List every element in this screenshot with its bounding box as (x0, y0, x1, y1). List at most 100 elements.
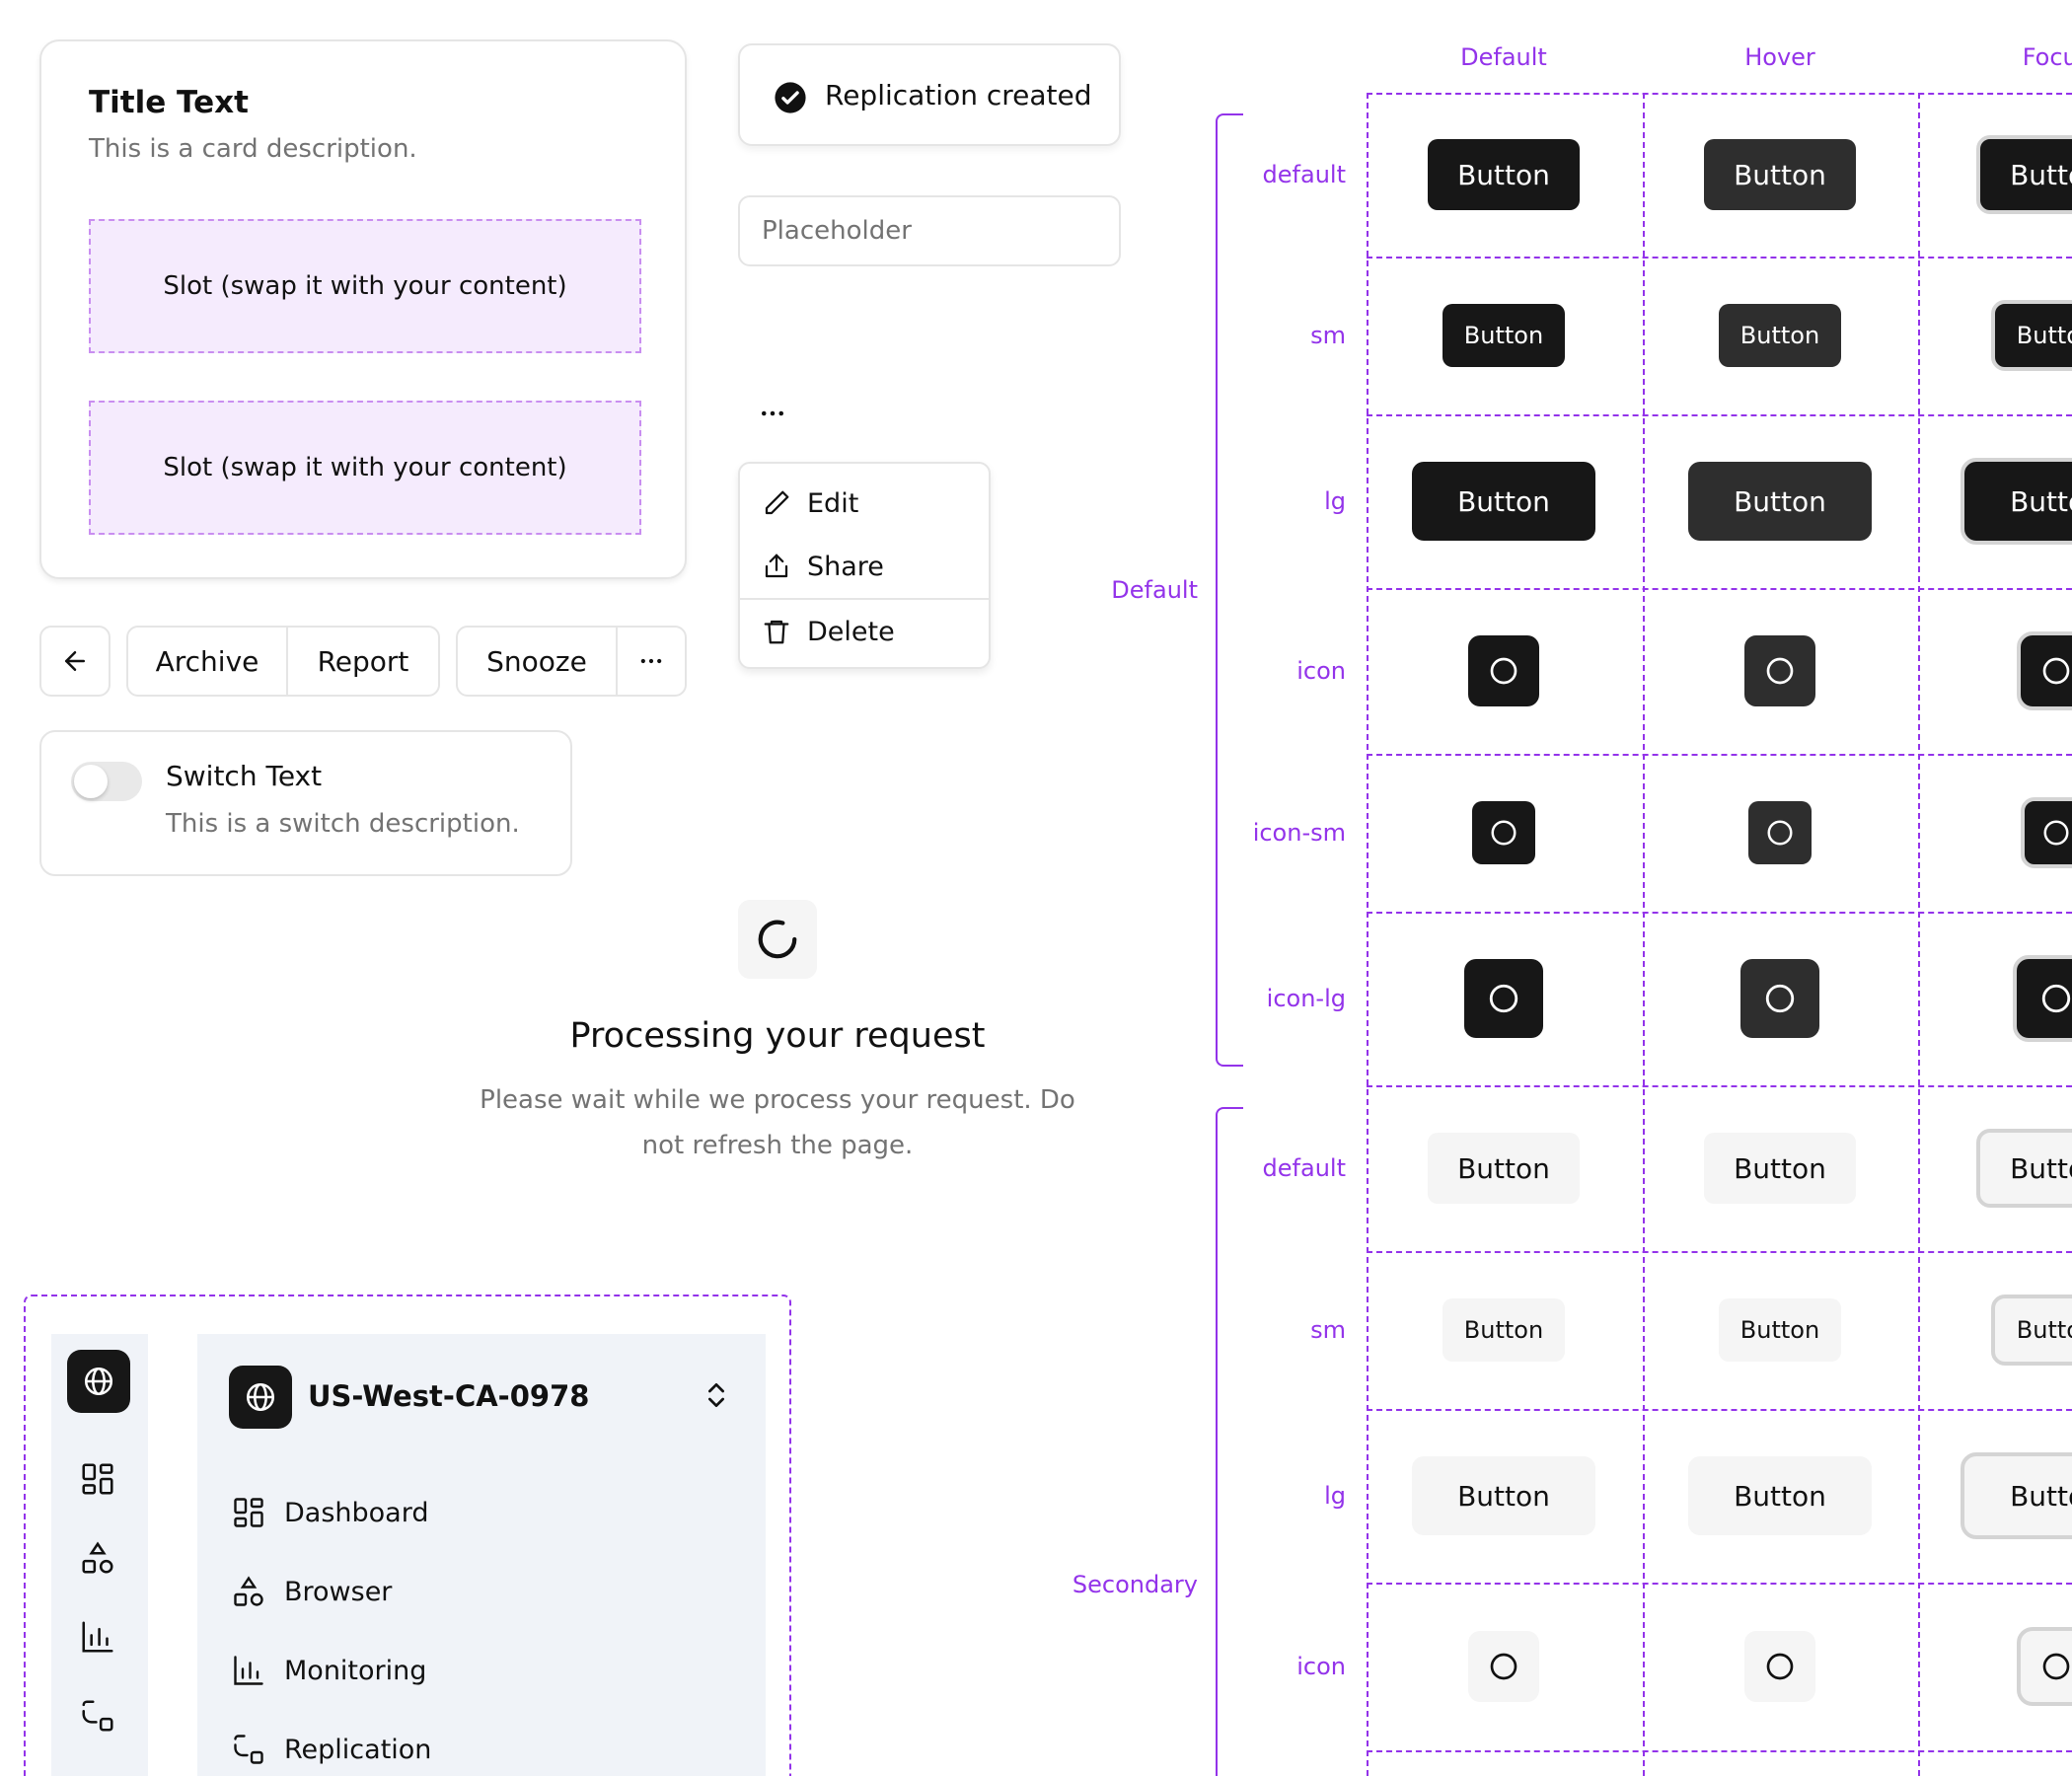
circle-icon (1767, 820, 1793, 846)
rail-dashboard-button[interactable] (79, 1460, 116, 1498)
more-button[interactable] (616, 626, 687, 697)
arrow-left-icon (65, 651, 85, 671)
secondary-button-lg-default[interactable]: Button (1412, 1456, 1595, 1535)
primary-button-icon-lg-hover[interactable] (1740, 959, 1819, 1038)
circle-icon (2042, 657, 2070, 685)
more-horizontal-icon (762, 410, 783, 416)
rail-browser-button[interactable] (79, 1539, 116, 1577)
sidebar-item-replication[interactable]: Replication (231, 1725, 431, 1774)
primary-button-icon-focus[interactable] (2017, 631, 2072, 710)
report-button[interactable]: Report (286, 626, 440, 697)
rail-replication-button[interactable] (79, 1697, 116, 1735)
primary-button-icon-lg-default[interactable] (1464, 959, 1543, 1038)
secondary-button-default-hover[interactable]: Button (1704, 1133, 1856, 1204)
button-label: Button (1739, 322, 1820, 349)
server-switcher-button[interactable] (701, 1379, 732, 1411)
primary-button-icon-sm-hover[interactable] (1748, 801, 1812, 864)
sidebar-item-label: Browser (284, 1576, 393, 1607)
primary-button-sm-hover[interactable]: Button (1719, 304, 1841, 367)
switch-description: This is a switch description. (166, 809, 520, 839)
dashboard-icon (234, 1498, 263, 1527)
group-label-secondary: Secondary (1072, 1571, 1198, 1598)
switch-toggle[interactable] (71, 762, 142, 801)
column-header-default: Default (1460, 43, 1547, 71)
rail-logo-button[interactable] (67, 1350, 130, 1413)
primary-button-default-hover[interactable]: Button (1704, 139, 1856, 210)
menu-item-delete[interactable]: Delete (740, 602, 989, 661)
sidebar-item-label: Dashboard (284, 1497, 429, 1528)
grid-column-divider (1643, 93, 1645, 1776)
server-name[interactable]: US-West-CA-0978 (308, 1379, 590, 1413)
button-label: Button (1734, 484, 1826, 518)
circle-icon (1766, 657, 1794, 685)
card-description: This is a card description. (89, 134, 417, 164)
grid-column-divider (1918, 93, 1920, 1776)
processing-description-line2: not refresh the page. (641, 1131, 914, 1160)
back-button[interactable] (39, 626, 111, 697)
more-horizontal-icon (640, 658, 662, 664)
row-label-icon: icon (1296, 657, 1346, 685)
primary-button-lg-hover[interactable]: Button (1688, 462, 1872, 541)
trash-icon (764, 620, 789, 644)
menu-divider (740, 598, 989, 600)
button-label: Button (1457, 158, 1550, 191)
row-label-icon-sm: icon-sm (1252, 819, 1346, 847)
menu-item-share[interactable]: Share (740, 537, 989, 596)
circle-icon (1490, 1653, 1517, 1680)
sidebar-item-browser[interactable]: Browser (231, 1567, 392, 1616)
circle-icon (1765, 984, 1795, 1013)
group-bracket-default (1216, 113, 1243, 1067)
shapes-icon (82, 1541, 113, 1574)
secondary-button-sm-default[interactable]: Button (1443, 1298, 1565, 1362)
sidebar-item-monitoring[interactable]: Monitoring (231, 1646, 426, 1695)
primary-button-default-default[interactable]: Button (1428, 139, 1580, 210)
menu-item-edit[interactable]: Edit (740, 474, 989, 533)
secondary-button-lg-hover[interactable]: Button (1688, 1456, 1872, 1535)
primary-button-icon-default[interactable] (1468, 635, 1539, 706)
grid-row-divider (1367, 1583, 2072, 1585)
shapes-icon (234, 1576, 263, 1606)
card-slot-2: Slot (swap it with your content) (89, 401, 641, 535)
row-label-lg: lg (1324, 487, 1346, 515)
secondary-button-icon-default[interactable] (1468, 1631, 1539, 1702)
secondary-button-sm-focus[interactable]: Button (1991, 1295, 2072, 1366)
primary-button-icon-lg-focus[interactable] (2013, 955, 2072, 1042)
text-input[interactable] (738, 195, 1121, 266)
loader-icon (758, 920, 797, 959)
row-label-lg: lg (1324, 1482, 1346, 1510)
row-label-icon-lg: icon-lg (1266, 985, 1346, 1012)
primary-button-default-focus[interactable]: Button (1976, 135, 2072, 214)
grid-column-divider (1367, 93, 1369, 1776)
button-label: Button (2010, 158, 2072, 191)
primary-button-sm-focus[interactable]: Button (1991, 300, 2072, 371)
grid-row-divider (1367, 1409, 2072, 1411)
button-label: Button (1734, 1151, 1826, 1185)
primary-button-lg-focus[interactable]: Button (1961, 458, 2072, 545)
sidebar-item-dashboard[interactable]: Dashboard (231, 1488, 428, 1537)
processing-title: Processing your request (569, 1016, 986, 1056)
secondary-button-sm-hover[interactable]: Button (1719, 1298, 1841, 1362)
circle-icon (2041, 984, 2071, 1013)
circle-icon (2043, 820, 2069, 846)
globe-icon (246, 1382, 275, 1412)
secondary-button-lg-focus[interactable]: Button (1961, 1452, 2072, 1539)
menu-trigger[interactable] (758, 399, 797, 434)
grid-row-divider (1367, 257, 2072, 259)
secondary-button-default-focus[interactable]: Button (1976, 1129, 2072, 1208)
secondary-button-icon-focus[interactable] (2017, 1627, 2072, 1706)
secondary-button-default-default[interactable]: Button (1428, 1133, 1580, 1204)
primary-button-icon-hover[interactable] (1744, 635, 1815, 706)
button-label: Button (1457, 484, 1550, 518)
primary-button-icon-sm-default[interactable] (1472, 801, 1535, 864)
rail-monitoring-button[interactable] (79, 1618, 116, 1656)
secondary-button-icon-hover[interactable] (1744, 1631, 1815, 1702)
grid-row-divider (1367, 414, 2072, 416)
primary-button-lg-default[interactable]: Button (1412, 462, 1595, 541)
globe-icon (84, 1367, 113, 1396)
primary-button-sm-default[interactable]: Button (1443, 304, 1565, 367)
snooze-button[interactable]: Snooze (456, 626, 618, 697)
archive-button[interactable]: Archive (126, 626, 288, 697)
primary-button-icon-sm-focus[interactable] (2021, 797, 2072, 868)
button-label: Button (1739, 1316, 1820, 1344)
circle-icon (1490, 657, 1517, 685)
